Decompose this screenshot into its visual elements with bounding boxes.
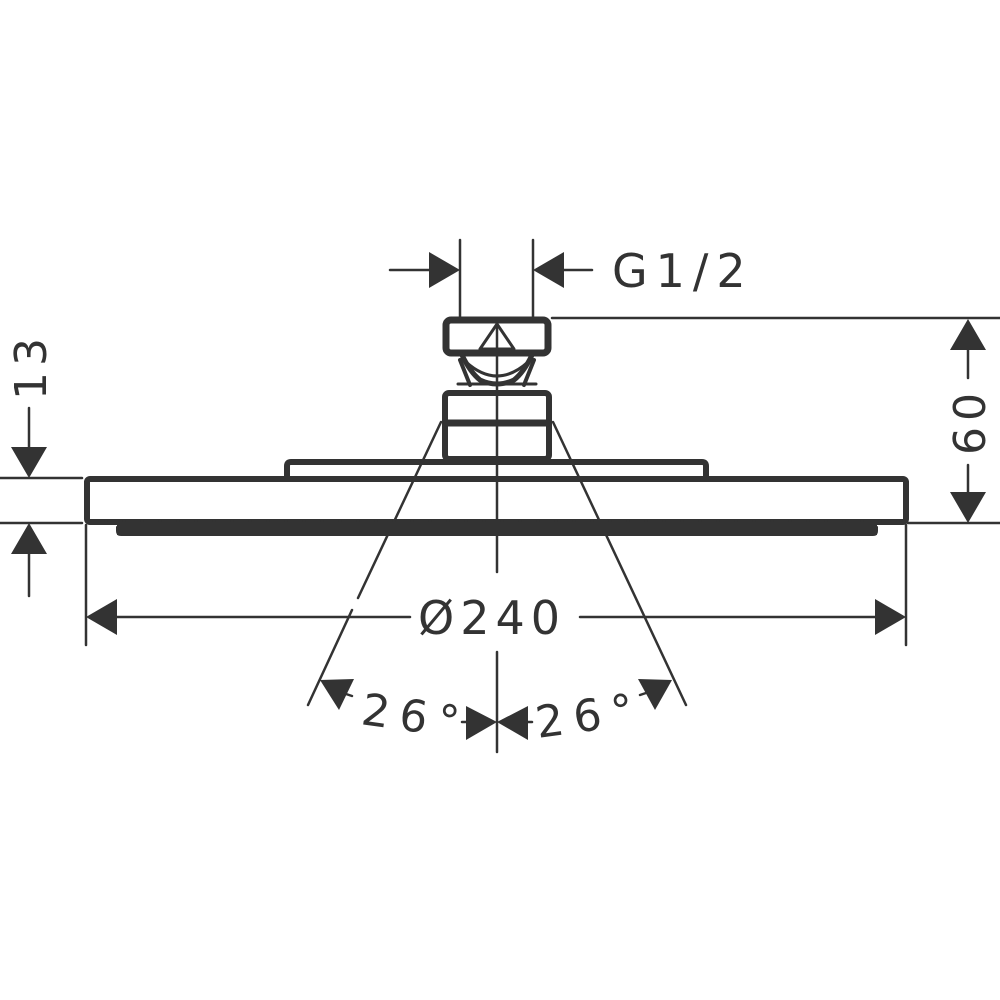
angle-left-label: 26° [358, 684, 472, 750]
arrow-left-icon [533, 252, 564, 288]
thread-label: G1/2 [612, 244, 754, 298]
arrow-up-icon [950, 319, 986, 350]
diameter-label: Ø240 [418, 591, 566, 645]
diameter-dimension [84, 523, 908, 647]
arrow-up-icon [11, 523, 47, 554]
arrow-left-icon [86, 599, 117, 635]
thread-dimension [388, 238, 594, 320]
arrow-left-icon [497, 706, 528, 740]
spray-angle-lines [306, 420, 688, 707]
arrow-right-icon [466, 706, 497, 740]
total-height-dimension [550, 316, 1000, 525]
plate-thickness-label: 13 [6, 332, 57, 400]
total-height-label: 60 [945, 387, 996, 455]
plate-thickness-dimension [0, 406, 84, 598]
connector-nut [442, 316, 552, 357]
angle-right-label: 26° [532, 683, 646, 749]
arrow-down-icon [950, 492, 986, 523]
arrow-down-icon [11, 447, 47, 478]
arrow-right-icon [875, 599, 906, 635]
arrow-icon [320, 679, 354, 710]
top-plate [284, 459, 709, 480]
arrow-right-icon [429, 252, 460, 288]
spray-face [89, 520, 906, 536]
spray-angle-dimension [320, 650, 672, 754]
arrow-icon [638, 679, 672, 710]
ball-joint [456, 352, 538, 387]
